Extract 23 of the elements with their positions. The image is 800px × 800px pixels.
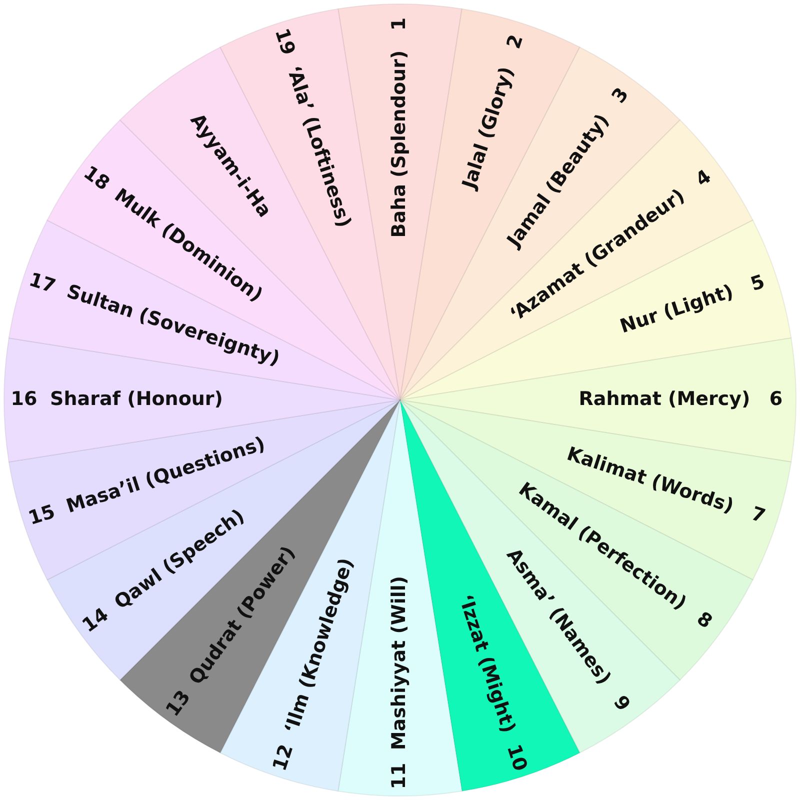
segment-number: 13 xyxy=(162,687,196,722)
segment-label: Sharaf (Honour) xyxy=(50,389,223,411)
segment-number: 9 xyxy=(608,692,634,716)
segment-number: 16 xyxy=(10,389,38,411)
segment-number: 3 xyxy=(608,84,634,108)
segment-number: 4 xyxy=(692,166,716,192)
segment-number: 12 xyxy=(269,742,298,774)
segment-number: 2 xyxy=(504,32,529,52)
segment-label: Baha (Splendour) xyxy=(389,50,411,238)
segment-number: 18 xyxy=(78,162,113,196)
segment-number: 10 xyxy=(502,742,531,774)
segment-number: 17 xyxy=(26,269,58,298)
segment-number: 7 xyxy=(748,504,768,529)
segment-number: 5 xyxy=(748,271,768,296)
segment-number: 19 xyxy=(269,26,298,58)
segment-number: 11 xyxy=(389,762,411,790)
segment-number: 1 xyxy=(389,17,411,31)
segment-number: 8 xyxy=(692,608,716,634)
segment-label: Mashiyyat (Will) xyxy=(389,576,411,750)
segment-number: 6 xyxy=(769,389,783,411)
segment-label: Rahmat (Mercy) xyxy=(578,389,750,411)
segment-number: 15 xyxy=(26,502,58,531)
segment-number: 14 xyxy=(78,604,113,638)
